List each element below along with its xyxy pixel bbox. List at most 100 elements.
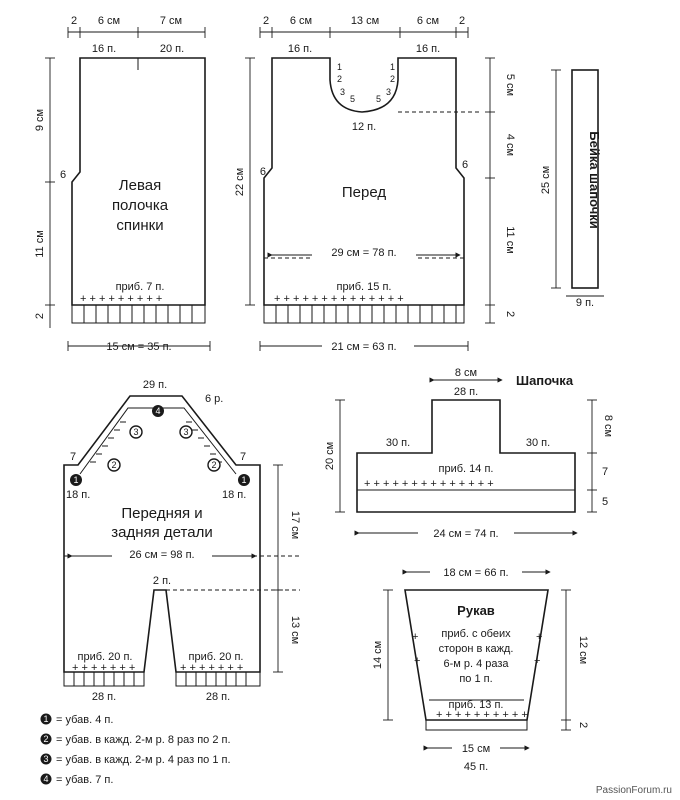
legend-text: = убав. в кажд. 2-м р. 8 раз по 2 п.: [56, 734, 231, 746]
increase-label: приб. 20 п.: [78, 651, 133, 663]
piece-title: Перед: [342, 184, 386, 201]
neck-step: 2: [337, 74, 342, 84]
dim-label: 4 см: [504, 134, 516, 156]
marker-2: [207, 458, 221, 472]
front-outline: [263, 57, 465, 306]
note-line: приб. с обеих: [441, 628, 511, 640]
svg-text:3: 3: [43, 754, 48, 764]
width-label: 26 см = 98 п.: [129, 549, 194, 561]
dim-label: 12 см: [577, 636, 589, 664]
dim-label: 13 см: [351, 15, 379, 27]
watermark: PassionForum.ru: [595, 785, 672, 796]
note-line: 6-м р. 4 раза: [443, 658, 509, 670]
bottom-cm: 15 см: [462, 743, 490, 755]
back-left-piece: 2 6 см 7 см 16 п. 20 п. + + + + + + + + …: [34, 15, 211, 353]
side-stitches: 30 п.: [526, 437, 550, 449]
stitch-label: 16 п.: [416, 43, 440, 55]
sleeve-rib: [425, 719, 528, 731]
front-piece: 2 6 см 13 см 6 см 2 16 п. 16 п. + + + + …: [234, 15, 516, 353]
neck-step: 1: [337, 62, 342, 72]
band-title: Бейка шапочки: [587, 131, 602, 229]
top-stitches: 29 п.: [143, 379, 167, 391]
svg-text:+ + + + + + + + + +: + + + + + + + + + + + + + +: [364, 478, 494, 490]
bottom-stitches: 28 п.: [206, 691, 230, 703]
svg-text:+ + + + + + +: + + + + + + +: [72, 662, 135, 674]
svg-text:2: 2: [111, 460, 116, 470]
dim-label: 7: [602, 466, 608, 478]
svg-text:+: +: [536, 631, 542, 643]
svg-text:+: +: [534, 655, 540, 667]
svg-text:4: 4: [43, 774, 48, 784]
svg-text:2: 2: [43, 734, 48, 744]
legend: 1 = убав. 4 п. 2 = убав. в кажд. 2-м р. …: [40, 713, 231, 786]
legend-text: = убав. 7 п.: [56, 774, 113, 786]
shoulder-stitches: 18 п.: [66, 489, 90, 501]
marker-4: [152, 405, 164, 417]
bottom-dimension: 21 см = 63 п.: [331, 341, 396, 353]
marker-3: [129, 425, 143, 439]
dim-label: 17 см: [289, 511, 301, 539]
piece-title: Шапочка: [516, 373, 574, 388]
crotch-label: 2 п.: [153, 575, 171, 587]
overalls-outline: [63, 395, 261, 673]
svg-text:1: 1: [73, 475, 78, 485]
dim-label: 25 см: [540, 166, 552, 194]
dim-label: 6 см: [417, 15, 439, 27]
dim-label: 2: [34, 313, 46, 319]
piece-title: полочка: [112, 197, 169, 214]
marker-1: [70, 474, 82, 486]
stitch-label: 16 п.: [92, 43, 116, 55]
width-label: 29 см = 78 п.: [331, 247, 396, 259]
dim-label: 7 см: [160, 15, 182, 27]
increase-label: приб. 15 п.: [337, 281, 392, 293]
dim-label: 9 см: [34, 109, 46, 131]
bind-marker: 6: [60, 169, 66, 181]
top-dimension: 18 см = 66 п.: [443, 567, 508, 579]
legend-marker-1: [40, 713, 52, 725]
dim-label: 6 см: [98, 15, 120, 27]
svg-text:+: +: [414, 655, 420, 667]
hat-band-piece: Бейка шапочки 25 см 9 п.: [540, 69, 604, 309]
svg-text:1: 1: [241, 475, 246, 485]
bottom-stitches: 28 п.: [92, 691, 116, 703]
note-line: сторон в кажд.: [439, 643, 514, 655]
dim-label: 8 см: [455, 367, 477, 379]
svg-text:1: 1: [43, 714, 48, 724]
side-stitches: 30 п.: [386, 437, 410, 449]
legend-marker-3: [40, 753, 52, 765]
dim-label: 2: [459, 15, 465, 27]
svg-text:+: +: [412, 631, 418, 643]
legend-marker-4: [40, 773, 52, 785]
neck-step: 3: [340, 87, 345, 97]
dim-label: 2: [263, 15, 269, 27]
neck-step: 1: [390, 62, 395, 72]
dim-label: 20 см: [324, 442, 336, 470]
dim-label: 5: [602, 496, 608, 508]
increase-label: приб. 20 п.: [189, 651, 244, 663]
rib-band: [71, 304, 206, 324]
svg-text:+ + + + + + +: + + + + + + +: [180, 662, 243, 674]
bottom-dimension: 15 см = 35 п.: [106, 341, 171, 353]
bottom-dimension: 9 п.: [576, 297, 594, 309]
stitch-label: 16 п.: [288, 43, 312, 55]
legend-text: = убав. 4 п.: [56, 714, 113, 726]
piece-title: Левая: [119, 177, 161, 194]
svg-text:+ + + + + + + + +: + + + + + + + + +: [80, 293, 162, 305]
legend-marker-2: [40, 733, 52, 745]
neck-center-label: 12 п.: [352, 121, 376, 133]
neck-step: 5: [350, 94, 355, 104]
dim-label: 2: [577, 722, 589, 728]
bottom-dimension: 24 см = 74 п.: [433, 528, 498, 540]
shoulder-stitches: 18 п.: [222, 489, 246, 501]
svg-text:3: 3: [183, 427, 188, 437]
hat-piece: 8 см 28 п. Шапочка 30 п. 30 п. приб. 14 …: [324, 367, 614, 540]
rib-band-right: [175, 671, 261, 687]
rib-stitches: [83, 305, 193, 323]
svg-text:+ + + + + + + + + +: + + + + + + + + + +: [436, 709, 528, 721]
increase-label: приб. 14 п.: [439, 463, 494, 475]
piece-title: спинки: [116, 217, 163, 234]
dim-label: 22 см: [234, 168, 246, 196]
rib-stitches: [275, 305, 457, 323]
dim-label: 6 см: [290, 15, 312, 27]
